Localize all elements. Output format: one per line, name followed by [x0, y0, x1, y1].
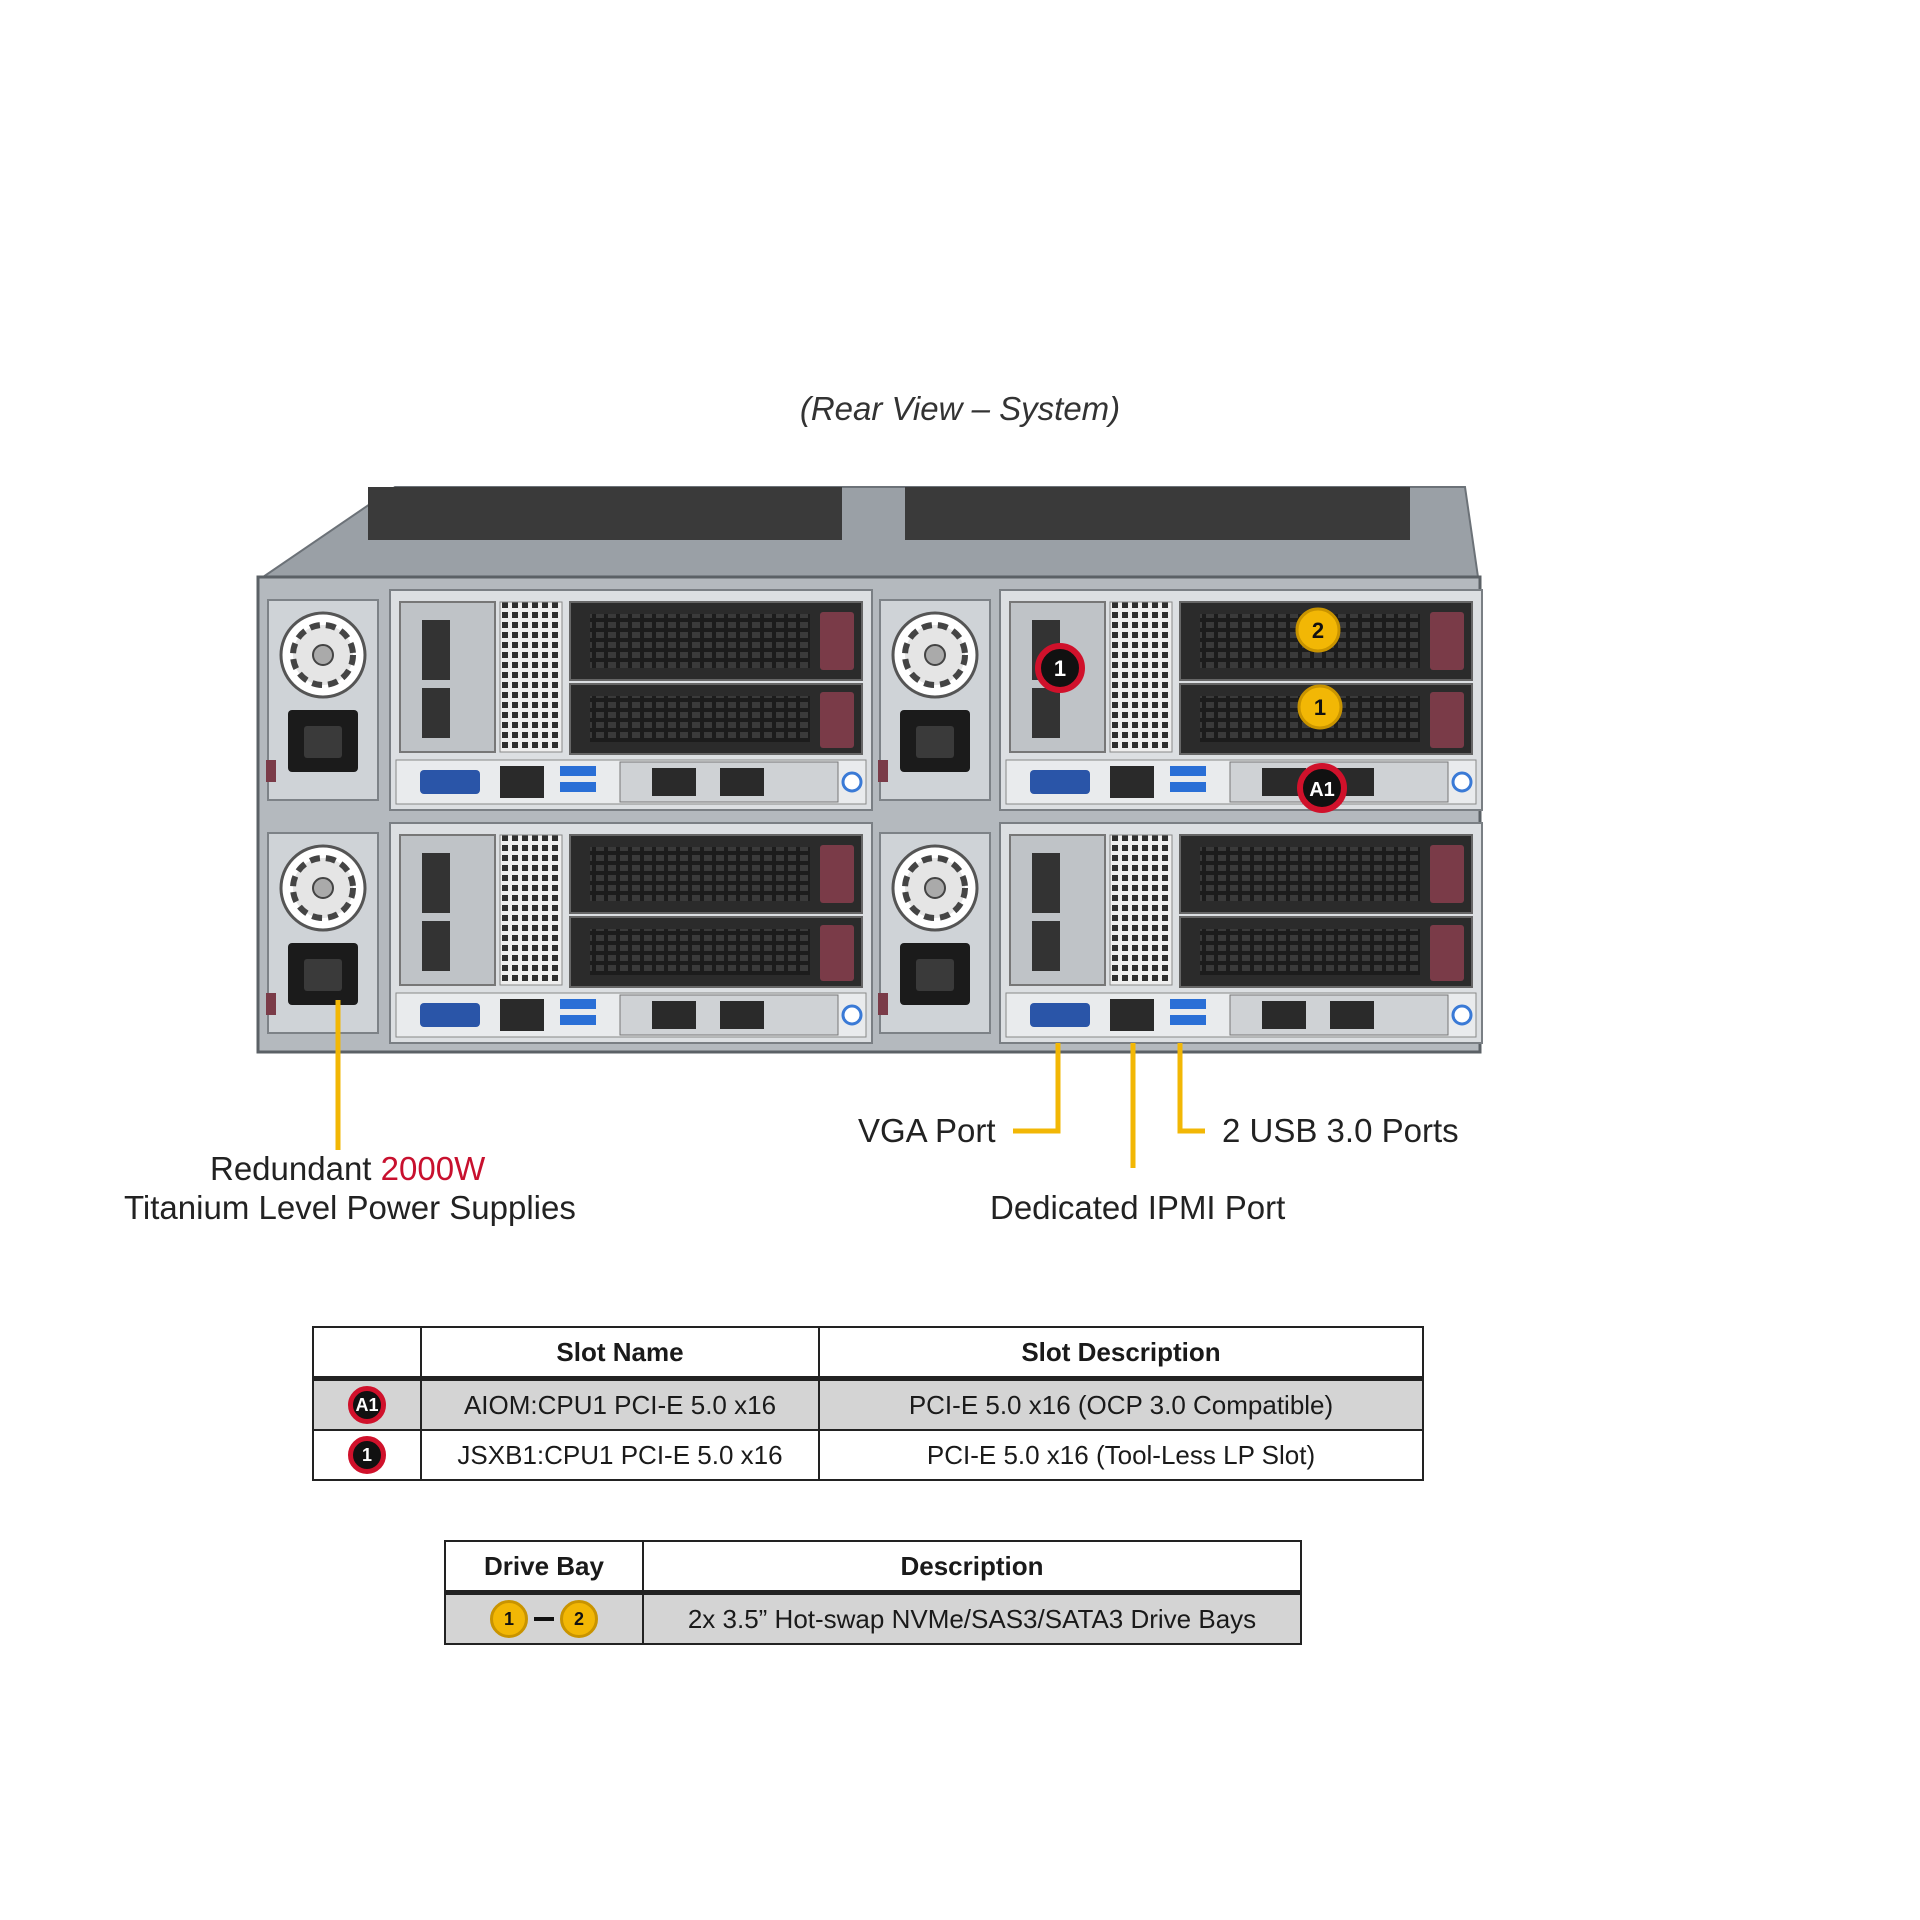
drive-bay-description: 2x 3.5” Hot-swap NVMe/SAS3/SATA3 Drive B…	[642, 1591, 1302, 1645]
slot-table: Slot Name Slot Description A1 AIOM:CPU1 …	[312, 1326, 1424, 1481]
drive-bay-header: Drive Bay	[444, 1540, 644, 1595]
psu-label: Redundant 2000W	[210, 1150, 485, 1188]
bay-badge-to: 2	[560, 1600, 598, 1638]
vga-port-label: VGA Port	[858, 1112, 996, 1149]
callout-drive-bay-2: 2	[1295, 607, 1341, 653]
diagram-caption: (Rear View – System)	[799, 390, 1121, 427]
slot-description: PCI-E 5.0 x16 (Tool-Less LP Slot)	[818, 1429, 1424, 1481]
psu-label-line2: Titanium Level Power Supplies	[124, 1189, 576, 1226]
slot-name: AIOM:CPU1 PCI-E 5.0 x16	[420, 1377, 820, 1431]
slot-badge: 1	[348, 1436, 386, 1474]
drive-bay-table-header: Drive Bay Description	[444, 1540, 1302, 1595]
svg-text:A1: A1	[1309, 779, 1335, 801]
table-row: 1 JSXB1:CPU1 PCI-E 5.0 x16 PCI-E 5.0 x16…	[312, 1429, 1424, 1481]
svg-text:2: 2	[1312, 618, 1324, 643]
psu-label-power: 2000W	[380, 1150, 486, 1187]
slot-badge: A1	[348, 1386, 386, 1424]
ipmi-port-label: Dedicated IPMI Port	[990, 1189, 1286, 1226]
drive-bay-description-header: Description	[642, 1540, 1302, 1595]
svg-text:1: 1	[1314, 695, 1326, 720]
table-row: A1 AIOM:CPU1 PCI-E 5.0 x16 PCI-E 5.0 x16…	[312, 1377, 1424, 1431]
bay-badge-from: 1	[490, 1600, 528, 1638]
callout-pcie-slot: 1	[1035, 643, 1085, 693]
range-dash	[534, 1617, 554, 1621]
slot-table-header: Slot Name Slot Description	[312, 1326, 1424, 1381]
slot-table-header-icon	[312, 1326, 422, 1381]
slot-table-header-desc: Slot Description	[818, 1326, 1424, 1381]
slot-name: JSXB1:CPU1 PCI-E 5.0 x16	[420, 1429, 820, 1481]
callout-aiom-slot: A1	[1297, 763, 1347, 813]
callout-drive-bay-1: 1	[1297, 684, 1343, 730]
psu-label-prefix: Redundant	[210, 1150, 372, 1187]
svg-text:1: 1	[1054, 656, 1066, 681]
slot-table-header-name: Slot Name	[420, 1326, 820, 1381]
usb-ports-label: 2 USB 3.0 Ports	[1222, 1112, 1459, 1149]
slot-description: PCI-E 5.0 x16 (OCP 3.0 Compatible)	[818, 1377, 1424, 1431]
